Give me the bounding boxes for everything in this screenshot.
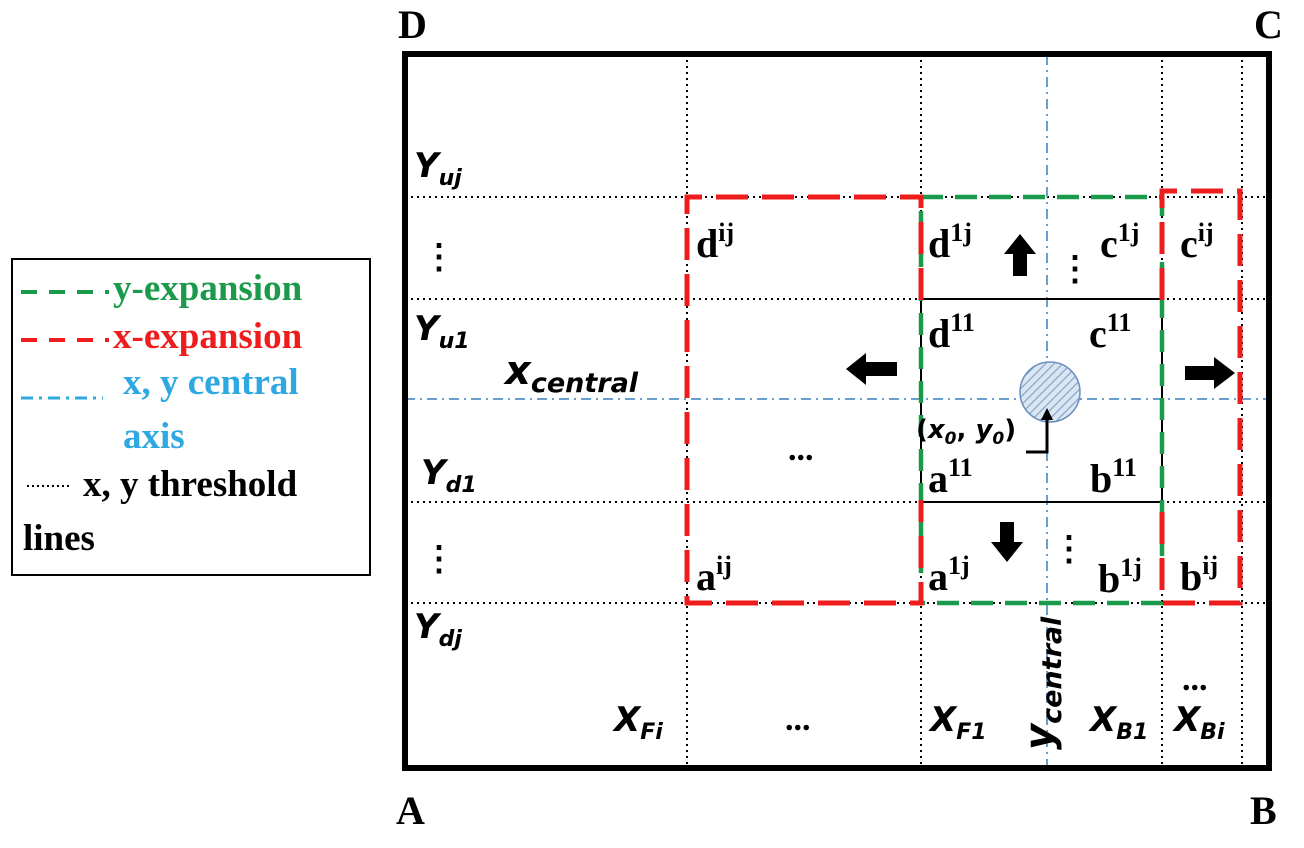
point-d-ij: dij [696, 218, 734, 266]
y-expansion-boundary [918, 194, 1165, 606]
point-d-1j: d1j [928, 218, 972, 266]
threshold-lines [405, 60, 1268, 770]
label-x-b1: XB1 [1088, 700, 1148, 745]
legend-item-central-axis: x, y central axis [13, 364, 299, 456]
vertical-ellipsis-lower: ⋮ [1052, 531, 1086, 568]
point-c-11: c11 [1089, 308, 1131, 356]
point-b-1j: b1j [1098, 553, 1142, 601]
legend: y-expansion x-expansion x, y central axi… [11, 258, 371, 576]
label-x-f1: XF1 [928, 700, 987, 745]
outer-frame [402, 51, 1272, 771]
legend-label-threshold-line1: x, y threshold [83, 464, 298, 505]
point-c-ij: cij [1180, 218, 1214, 266]
point-d-11: d11 [928, 308, 975, 356]
point-b-ij: bij [1180, 551, 1218, 599]
ellipsis-middle-left: ... [788, 431, 814, 468]
x-expansion-boundary [684, 188, 1243, 606]
corner-label-a: A [396, 788, 425, 833]
legend-swatch-y-expansion [21, 290, 109, 294]
legend-label-threshold-line2: lines [23, 518, 95, 559]
hatched-circle-icon [1019, 361, 1081, 423]
label-x-fi: XFi [612, 700, 663, 745]
legend-item-x-expansion: x-expansion [13, 318, 302, 356]
label-x-bi: XBi [1172, 700, 1225, 745]
corner-label-d: D [398, 2, 427, 47]
corner-arrow-icon [1026, 408, 1053, 454]
ellipsis-bottom-right: ... [1182, 661, 1208, 698]
legend-label-central-axis-line2: axis [123, 416, 185, 457]
point-b-11: b11 [1090, 453, 1137, 501]
vertical-ellipsis-left-top: ⋮ [422, 239, 456, 276]
legend-label-x-expansion: x-expansion [113, 316, 303, 357]
label-y-u1: Yu1 [414, 309, 470, 354]
label-y-dj: Ydj [414, 607, 462, 652]
legend-swatch-x-expansion [21, 338, 109, 342]
legend-label-central-axis-line1: x, y central [123, 362, 299, 403]
label-y-uj: Yuj [414, 146, 462, 191]
origin-label: (x0, y0) [916, 415, 1016, 449]
point-c-1j: c1j [1100, 218, 1139, 266]
arrow-left-icon [846, 353, 897, 385]
corner-label-b: B [1250, 788, 1277, 833]
legend-swatch-central-axis [21, 396, 103, 400]
point-a-1j: a1j [928, 551, 970, 599]
ellipsis-bottom-left: ... [785, 701, 811, 738]
legend-swatch-threshold [27, 485, 71, 487]
legend-label-y-expansion: y-expansion [113, 268, 303, 309]
legend-item-y-expansion: y-expansion [13, 270, 302, 308]
point-a-ij: aij [696, 551, 732, 599]
label-y-d1: Yd1 [421, 453, 477, 498]
arrow-up-icon [1004, 234, 1036, 276]
point-a-11: a11 [928, 453, 973, 501]
arrow-right-icon [1185, 357, 1235, 389]
central-axes [405, 55, 1268, 770]
legend-item-threshold: x, y threshold lines [13, 466, 297, 558]
vertical-ellipsis-upper: ⋮ [1058, 251, 1092, 288]
arrow-down-icon [991, 522, 1023, 562]
label-x-central: xcentral [503, 348, 639, 399]
label-y-central: ycentral [1017, 616, 1068, 750]
corner-label-c: C [1254, 2, 1283, 47]
vertical-ellipsis-left-bottom: ⋮ [422, 541, 456, 578]
